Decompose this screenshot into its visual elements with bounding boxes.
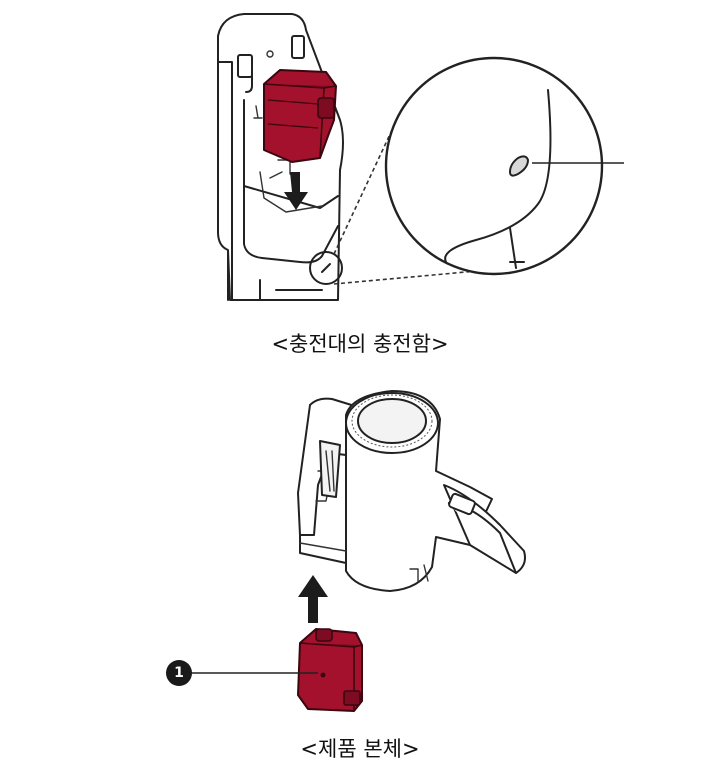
charging-stand-illustration <box>217 13 624 301</box>
product-body-caption: <제품 본체> <box>300 737 420 761</box>
callout-badge: 1 <box>166 660 192 686</box>
up-arrow-icon <box>298 575 328 623</box>
spare-battery <box>263 69 337 163</box>
vacuum-body-illustration <box>190 390 526 712</box>
vacuum-main-body <box>297 390 526 592</box>
callout-number: 1 <box>174 665 184 681</box>
detail-magnifier <box>333 56 624 285</box>
battery-pack <box>297 628 363 712</box>
charging-stand-caption: <충전대의 충전함> <box>271 332 449 356</box>
down-arrow-icon <box>284 172 308 210</box>
